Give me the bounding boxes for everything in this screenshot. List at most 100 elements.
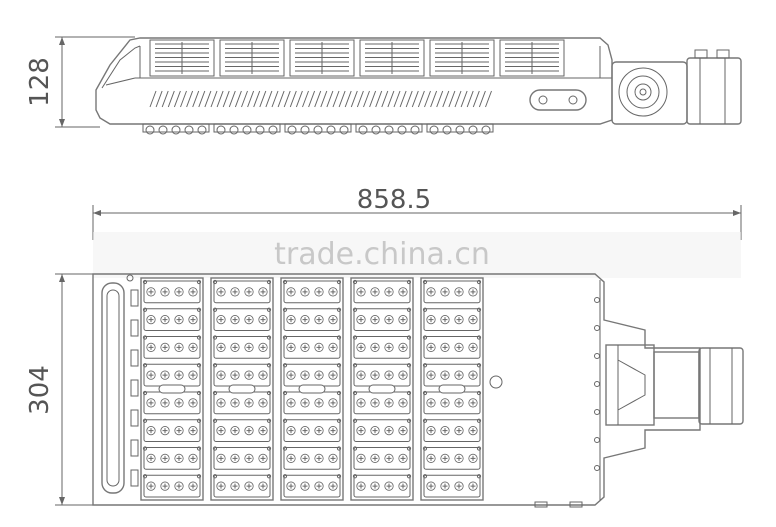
led-cell bbox=[353, 336, 411, 359]
fin-panel bbox=[429, 39, 495, 77]
side-tab bbox=[130, 439, 139, 457]
led-cell bbox=[283, 474, 341, 498]
fin-panel bbox=[499, 39, 565, 77]
led-cell bbox=[353, 474, 411, 498]
module-connector bbox=[228, 384, 256, 394]
fin-panel bbox=[359, 39, 425, 77]
vent-slot bbox=[289, 90, 297, 108]
led-cell bbox=[213, 474, 271, 498]
side-led-bumps bbox=[142, 123, 494, 135]
screw bbox=[594, 465, 600, 471]
screw bbox=[594, 437, 600, 443]
led-cell bbox=[213, 447, 271, 470]
side-tab bbox=[130, 349, 139, 367]
led-cell bbox=[423, 474, 481, 498]
vent-slot bbox=[295, 90, 303, 108]
side-tab bbox=[130, 379, 139, 397]
module-connector bbox=[298, 384, 326, 394]
top-left-slot bbox=[101, 282, 125, 494]
led-cell bbox=[213, 336, 271, 359]
vent-slot bbox=[173, 90, 181, 108]
led-cell bbox=[213, 280, 271, 304]
vent-slot bbox=[448, 90, 456, 108]
led-cell bbox=[423, 336, 481, 359]
led-cell bbox=[283, 336, 341, 359]
vent-slot bbox=[161, 90, 169, 108]
screw bbox=[594, 325, 600, 331]
top-mounting-head bbox=[605, 344, 744, 426]
height-dimension-label: 128 bbox=[25, 57, 55, 107]
vent-slot bbox=[234, 90, 242, 108]
led-cell bbox=[143, 419, 201, 442]
module-connector bbox=[368, 384, 396, 394]
vent-slot bbox=[149, 90, 157, 108]
vent-slot bbox=[228, 90, 236, 108]
vent-slot bbox=[375, 90, 383, 108]
vent-slot bbox=[308, 90, 316, 108]
fin-panel bbox=[219, 39, 285, 77]
side-fin-panels bbox=[149, 39, 565, 77]
vent-slot bbox=[259, 90, 267, 108]
vent-slot bbox=[369, 90, 377, 108]
led-cell bbox=[353, 308, 411, 331]
led-bump-group bbox=[213, 123, 281, 135]
side-tab bbox=[130, 319, 139, 337]
vent-slot bbox=[167, 90, 175, 108]
height-dimension: 128 bbox=[25, 36, 135, 128]
led-cell bbox=[423, 280, 481, 304]
vent-slot bbox=[222, 90, 230, 108]
vent-slot bbox=[485, 90, 492, 108]
vent-slot bbox=[442, 90, 450, 108]
vent-slot bbox=[460, 90, 468, 108]
length-dimension-label: 858.5 bbox=[357, 185, 431, 215]
vent-slot bbox=[186, 90, 194, 108]
vent-slot bbox=[198, 90, 206, 108]
side-mounting-head bbox=[611, 49, 742, 125]
vent-slot bbox=[204, 90, 212, 108]
screw bbox=[594, 353, 600, 359]
led-cell bbox=[283, 308, 341, 331]
led-cell bbox=[423, 419, 481, 442]
vent-slot bbox=[466, 90, 474, 108]
vent-slot bbox=[283, 90, 291, 108]
vent-slot bbox=[405, 90, 413, 108]
fin-panel bbox=[289, 39, 355, 77]
vent-slot bbox=[350, 90, 358, 108]
vent-slot bbox=[332, 90, 340, 108]
vent-slot bbox=[411, 90, 419, 108]
vent-slot bbox=[387, 90, 395, 108]
side-oval-port bbox=[529, 89, 587, 111]
led-cell bbox=[213, 308, 271, 331]
vent-slot bbox=[241, 90, 248, 108]
vent-slot bbox=[356, 90, 364, 108]
vent-slot bbox=[216, 90, 224, 108]
led-cell bbox=[423, 447, 481, 470]
top-side-tabs bbox=[130, 289, 139, 487]
top-bottom-lugs bbox=[534, 501, 583, 508]
led-bump-group bbox=[426, 123, 494, 135]
screw bbox=[594, 381, 600, 387]
vent-slot bbox=[302, 90, 309, 108]
fin-panel bbox=[149, 39, 215, 77]
vent-slot bbox=[393, 90, 401, 108]
side-tab bbox=[130, 289, 139, 307]
led-module bbox=[210, 277, 274, 501]
side-view: 128 bbox=[25, 36, 742, 135]
vent-slot bbox=[210, 90, 218, 108]
led-cell bbox=[213, 419, 271, 442]
side-tab bbox=[130, 469, 139, 487]
led-cell bbox=[353, 447, 411, 470]
led-cell bbox=[143, 336, 201, 359]
vent-slot bbox=[344, 90, 352, 108]
led-cell bbox=[143, 474, 201, 498]
vent-slot bbox=[192, 90, 200, 108]
vent-slot bbox=[399, 90, 407, 108]
vent-slot bbox=[314, 90, 322, 108]
vent-slot bbox=[363, 90, 370, 108]
length-dimension: 858.5 bbox=[92, 185, 742, 240]
led-cell bbox=[143, 447, 201, 470]
led-module bbox=[280, 277, 344, 501]
width-dimension: 304 bbox=[25, 273, 100, 506]
vent-slot bbox=[155, 90, 163, 108]
